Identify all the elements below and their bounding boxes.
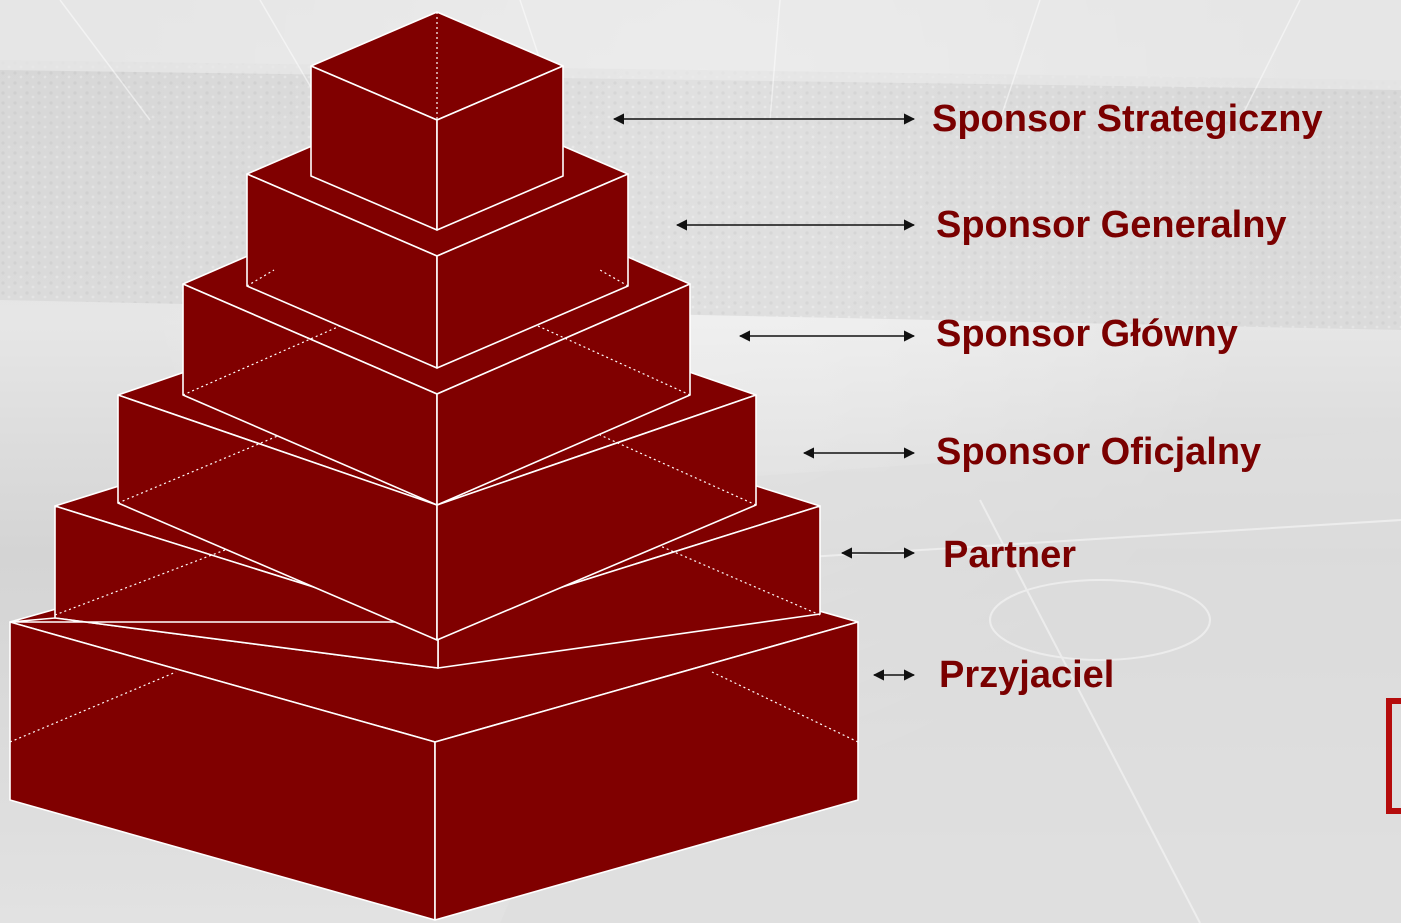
pyramid-block-strategiczny <box>310 11 564 231</box>
accent-bracket <box>1386 698 1401 814</box>
tier-label-oficjalny: Sponsor Oficjalny <box>936 431 1262 473</box>
tier-label-glowny: Sponsor Główny <box>936 313 1238 355</box>
tier-label-przyjaciel: Przyjaciel <box>939 654 1115 696</box>
tier-label-strategiczny: Sponsor Strategiczny <box>932 98 1323 140</box>
tier-label-generalny: Sponsor Generalny <box>936 204 1287 246</box>
tier-label-partner: Partner <box>943 534 1077 576</box>
